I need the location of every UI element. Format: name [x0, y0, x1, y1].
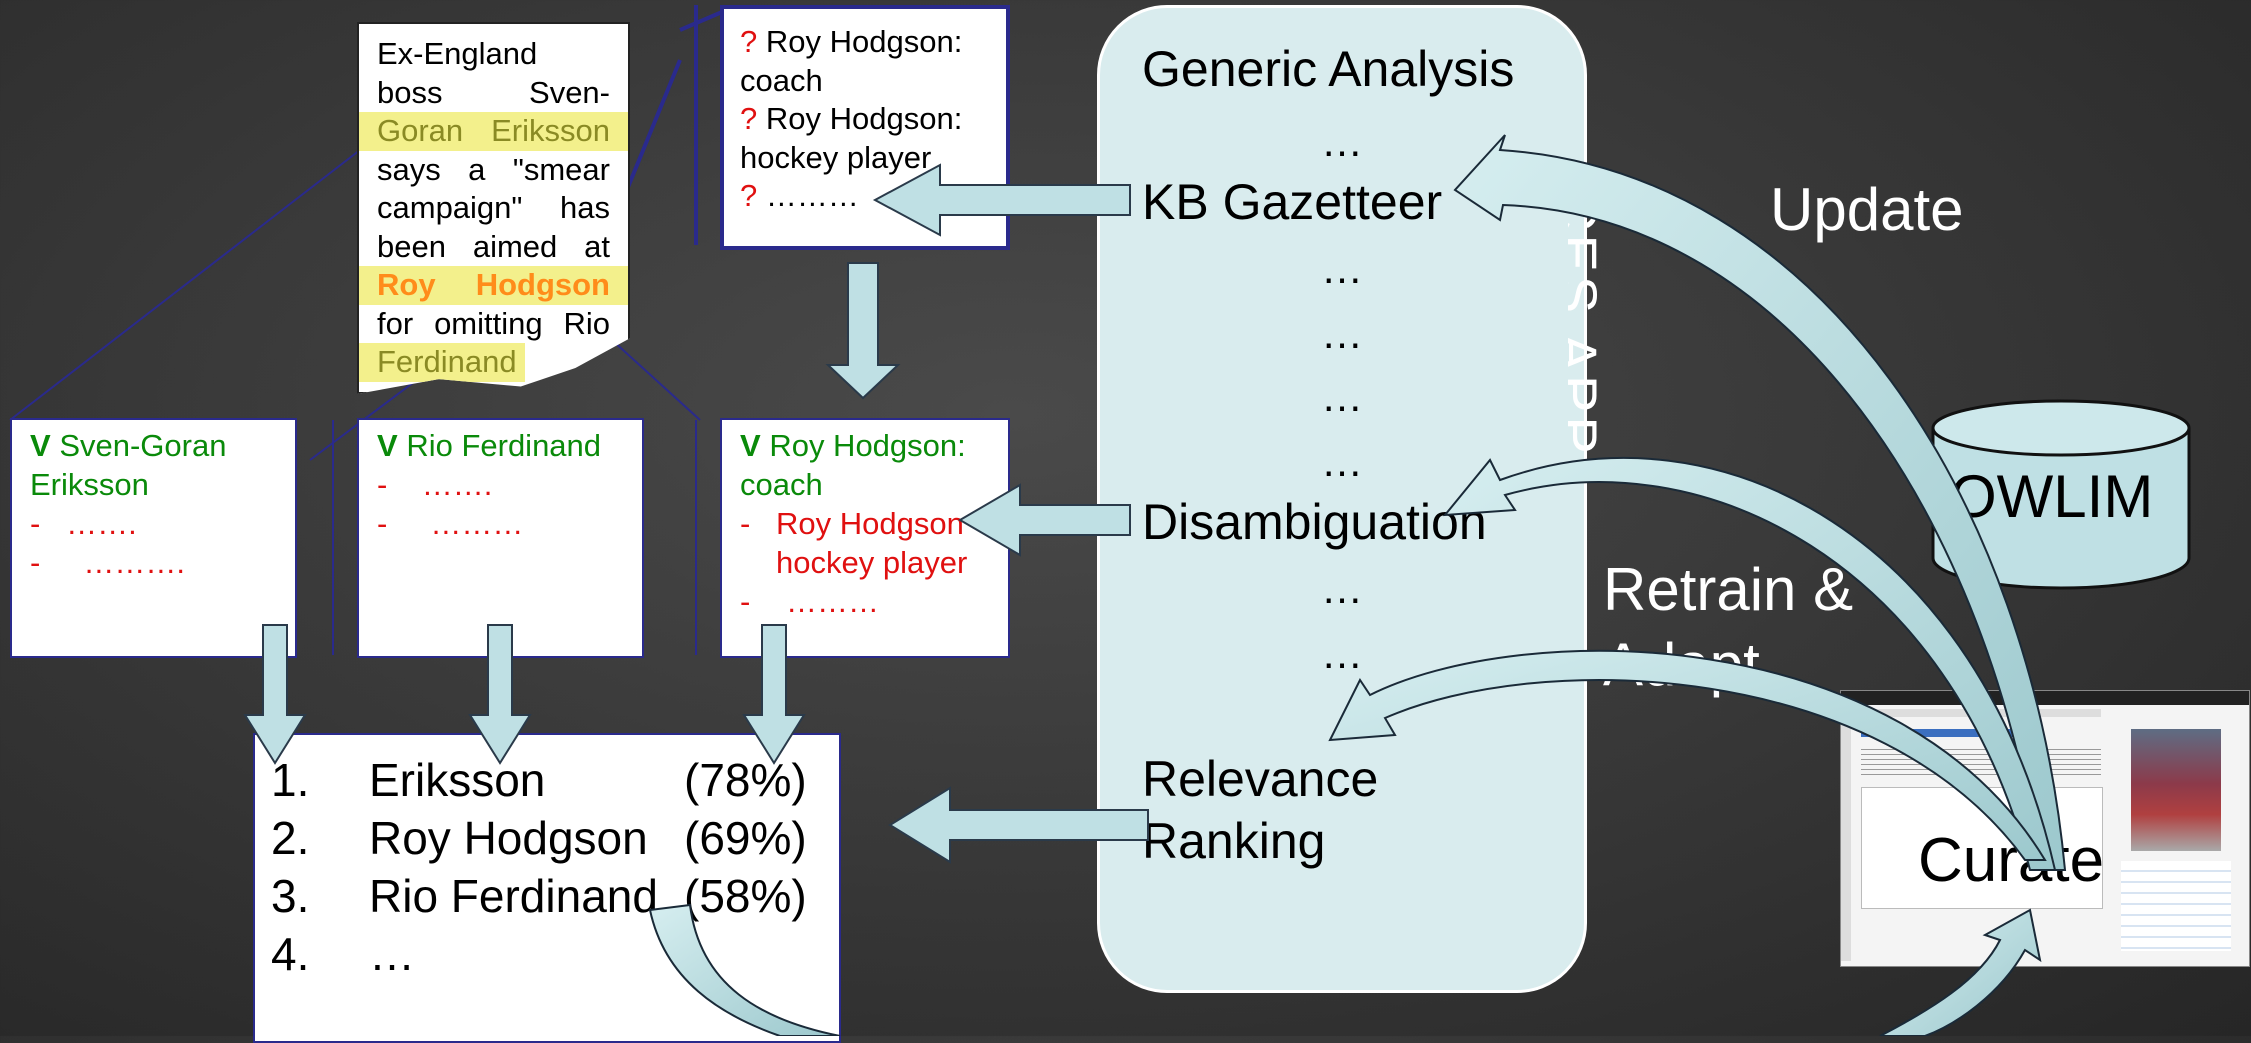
thumb-sidebar	[1841, 721, 1851, 961]
entity-sub: -Roy Hodgson	[740, 506, 964, 541]
arrow-down	[742, 624, 806, 765]
arrow-left	[872, 163, 1131, 237]
step-relevance: Relevance	[1142, 751, 1379, 807]
arrow-down	[825, 262, 901, 400]
ranking-row: 2.Roy Hodgson(69%)	[271, 812, 807, 864]
entity-title-cont: coach	[740, 467, 823, 502]
arrow-retrain	[1328, 649, 2047, 861]
arrow-feedback-in	[1879, 908, 2042, 1036]
ranking-row: 3.Rio Ferdinand(58%)	[271, 870, 807, 922]
arrow-feedback-out	[648, 903, 841, 1036]
arrow-update	[1453, 134, 2067, 871]
step-kb-gazetteer: KB Gazetteer	[1142, 174, 1443, 230]
arrow-disambiguation	[1442, 457, 2057, 871]
arrow-left	[888, 786, 1149, 864]
ranking-box: 1.Eriksson(78%) 2.Roy Hodgson(69%) 3.Rio…	[253, 733, 841, 1043]
pipeline-dots: …	[1321, 245, 1363, 292]
entity-sub: - …….	[377, 467, 493, 502]
candidate-line: ? Roy Hodgson:	[740, 101, 963, 136]
entity-sub: hockey player	[776, 545, 968, 580]
ranking-row: 1.Eriksson(78%)	[271, 754, 807, 806]
pipeline-dots: …	[1321, 373, 1363, 420]
pipeline-dots: …	[1321, 438, 1363, 485]
update-label: Update	[1770, 176, 1964, 243]
pipeline-dots: …	[1321, 565, 1363, 612]
owlim-database	[1931, 399, 2191, 590]
pipeline-dots: …	[1321, 630, 1363, 677]
doc-line-entity-ferdinand: Ferdinand	[359, 343, 628, 382]
candidate-line: coach	[740, 62, 823, 98]
doc-line: Ex-England	[377, 36, 538, 71]
entity-box-hodgson: V Roy Hodgson: coach -Roy Hodgson hockey…	[720, 418, 1010, 658]
candidate-line: hockey player	[740, 139, 932, 175]
step-ranking: Ranking	[1142, 813, 1326, 869]
curate-screenshot	[1840, 690, 2250, 967]
step-disambiguation: Disambiguation	[1142, 494, 1487, 550]
candidate-line: ? Roy Hodgson:	[740, 24, 963, 59]
entity-sub: - …….	[30, 506, 137, 541]
ranking-row: 4.…	[271, 928, 415, 980]
arrow-down	[468, 624, 532, 765]
thumb-info-table	[2121, 861, 2231, 951]
thumb-photo	[2131, 729, 2221, 851]
candidate-line: ? ………	[740, 178, 859, 213]
pipeline-dots: …	[1321, 118, 1363, 165]
candidates-box: ? Roy Hodgson: coach ? Roy Hodgson: hock…	[720, 5, 1010, 250]
arrow-down	[243, 624, 307, 765]
arrow-left	[958, 483, 1131, 557]
pipeline-dots: …	[1321, 310, 1363, 357]
thumb-headline	[1861, 729, 2021, 737]
owlim-label: OWLIM	[1950, 463, 2154, 530]
entity-title: V Sven-Goran	[30, 428, 227, 463]
entity-title: V Roy Hodgson:	[740, 428, 966, 463]
entity-sub: - ……….	[30, 545, 186, 580]
retrain-label: Retrain &	[1603, 556, 1854, 623]
entity-sub: -………	[740, 584, 879, 619]
entity-box-eriksson: V Sven-Goran Eriksson - ……. - ……….	[10, 418, 297, 658]
entity-box-ferdinand: V Rio Ferdinand - ……. - ………	[357, 418, 644, 658]
entity-sub: - ………	[377, 506, 524, 541]
pipeline-title: Generic Analysis	[1142, 41, 1515, 97]
entity-title: V Rio Ferdinand	[377, 428, 602, 463]
thumb-header	[1841, 691, 2249, 705]
entity-title-cont: Eriksson	[30, 467, 149, 502]
doc-line: campaign"has	[377, 190, 610, 225]
